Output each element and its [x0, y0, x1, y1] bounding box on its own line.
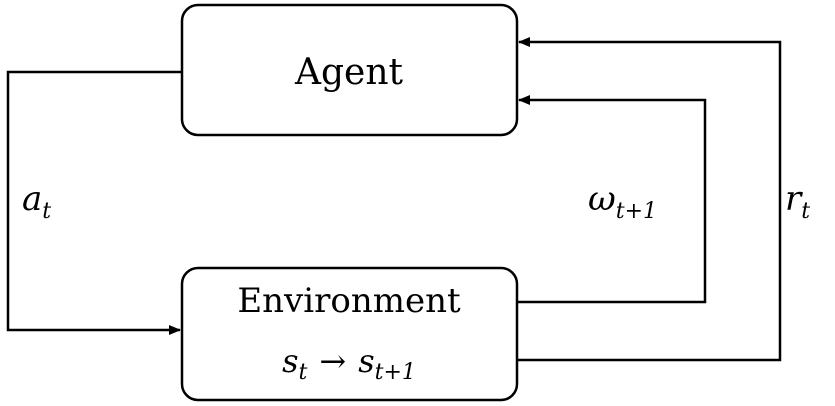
reward-label: rt [785, 179, 810, 224]
observation-label: ωt+1 [588, 179, 657, 224]
reward-arrow [517, 37, 782, 362]
observation-arrow [517, 95, 707, 304]
action-arrow [6, 70, 182, 335]
state-transition: st→st+1 [282, 342, 416, 385]
environment-label: Environment [237, 281, 461, 321]
agent-label: Agent [294, 52, 404, 93]
action-label: at [22, 179, 51, 224]
environment-box [180, 266, 519, 402]
agent-box [180, 3, 519, 137]
